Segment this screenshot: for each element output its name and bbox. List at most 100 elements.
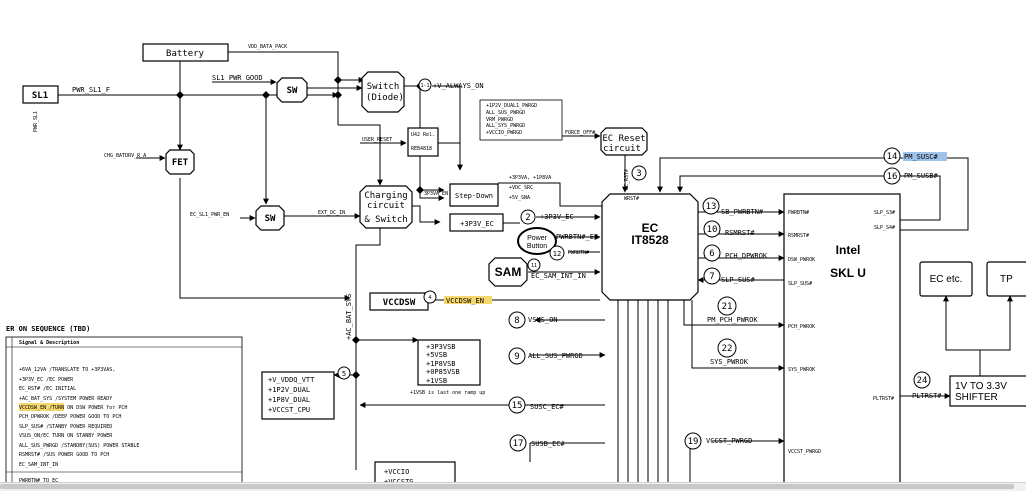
- net-vccdsw-en: VCCDSW_EN: [446, 297, 484, 305]
- net-pwrbtn: PWRBTN#: [568, 250, 589, 256]
- sequence-table: [5, 336, 243, 490]
- horizontal-scrollbar[interactable]: [0, 482, 1026, 491]
- net-rsmrst: RSMRST#: [725, 229, 755, 237]
- net-pwr-sl1-f: PWR_SL1_F: [72, 86, 110, 94]
- sw-top-block: [276, 77, 308, 103]
- svg-text:3: 3: [636, 169, 641, 179]
- power-button-label-1: Power: [527, 235, 548, 242]
- vccio-rail: +VCCIO: [384, 468, 409, 476]
- pin-pwrbtn: PWRBTN#: [788, 210, 809, 216]
- v3p3v-ec-block: [449, 213, 504, 232]
- svg-text:15: 15: [512, 401, 523, 411]
- battery-block: [142, 43, 229, 62]
- ec-label-1: EC: [642, 221, 659, 235]
- net-sys-pwrok: SYS_PWROK: [710, 358, 749, 366]
- sequence-row: +6VA_12VA /TRANSLATE TO +3P3VAS,: [19, 367, 115, 373]
- sus-rails-block: [417, 339, 481, 386]
- intel-block: [783, 193, 901, 490]
- step-markers: 1-1 2 3 4 5 6 7 8 9 10 11 12 13 14 15 16…: [337, 78, 931, 452]
- net-pm-susc: PM_SUSC#: [904, 153, 939, 161]
- net-susb-ec: SUSB_EC#: [531, 440, 566, 448]
- blocks: [5, 43, 1026, 490]
- step-marker: 21: [717, 296, 737, 316]
- step-marker: 8: [508, 311, 526, 329]
- step-marker: 2: [520, 209, 536, 225]
- sequence-row: PCH_DPWROK /DEEP POWER GOOD TO PCH: [19, 414, 121, 420]
- step-marker: 12: [549, 245, 565, 261]
- pin-slp-sus: SLP_SUS#: [788, 281, 812, 287]
- fet-label: FET: [172, 158, 189, 168]
- pin-sys-pwrok: SYS_PWROK: [788, 367, 815, 373]
- svg-text:5: 5: [342, 370, 346, 378]
- step-marker: 11: [527, 258, 541, 272]
- svg-text:8: 8: [514, 316, 519, 326]
- net-sl1-pwr-good: SL1_PWR_GOOD: [212, 74, 263, 82]
- dual-rail: +1P8V_DUAL: [268, 396, 310, 404]
- svg-text:9: 9: [514, 352, 519, 362]
- shifter-label-1: 1V TO 3.3V: [955, 381, 1007, 392]
- seq-vccdsw-highlight: [19, 403, 64, 411]
- pm-susc-highlight: [903, 152, 947, 161]
- svg-text:10: 10: [707, 225, 718, 235]
- dual-rails-block: [261, 371, 335, 420]
- u42-label-2: REB4818: [411, 146, 432, 152]
- pin-vccst-pwrgd: VCCST_PWRGD: [788, 449, 821, 455]
- intel-label-2: SKL U: [830, 266, 866, 280]
- info-line: ALL_SUS_PWRGD: [486, 110, 525, 116]
- shifter-label-2: SHIFTER: [955, 392, 998, 403]
- sequence-row: +3P3V_EC /EC POWER: [19, 377, 74, 383]
- sequence-header: Signal & Description: [19, 340, 79, 346]
- svg-text:19: 19: [688, 437, 699, 447]
- sw-mid-block: [255, 205, 285, 231]
- ec-block: [601, 193, 699, 301]
- scrollbar-thumb[interactable]: [0, 484, 1014, 489]
- pin-slp-s3: SLP_S3#: [874, 210, 895, 216]
- step-marker: 22: [717, 338, 737, 358]
- fet-block: [165, 149, 195, 175]
- net-ac-bat-sys: +AC_BAT_SYS: [345, 294, 353, 340]
- step-marker: 3: [631, 165, 647, 181]
- net-wrst: WRST#: [624, 196, 639, 202]
- info-line: ALL_SYS_PWRGD: [486, 123, 525, 129]
- net-vccst-pwrgd: VCCST_PWRGD: [706, 437, 752, 445]
- charging-label-1: Charging: [364, 191, 407, 201]
- pin-rsmrst: RSMRST#: [788, 233, 809, 239]
- sus-rail: +5VSB: [426, 351, 447, 359]
- svg-text:22: 22: [722, 344, 733, 354]
- sl1-block: [22, 85, 59, 104]
- sequence-row: EC_RST# /EC INITIAL: [19, 386, 76, 392]
- svg-text:21: 21: [722, 302, 733, 312]
- svg-text:2: 2: [525, 213, 530, 223]
- switch-label-2: (Diode): [366, 93, 404, 103]
- net-pwrbtn-ec: PWRBTN#_EC: [556, 233, 598, 241]
- sus-rail: +3P3VSB: [426, 343, 456, 351]
- dual-rail: +VCCST_CPU: [268, 406, 310, 414]
- info-line: +VCCIO_PWRGD: [486, 130, 522, 136]
- sam-block: [488, 257, 528, 287]
- sus-rail-note: +1VSB is last one ramp up: [410, 390, 485, 396]
- sequence-row: +AC_BAT_SYS /SYSTEM POWER READY: [19, 396, 112, 402]
- net-force-off: FORCE_OFF#: [565, 130, 595, 136]
- net-3p3v-ec: +3P3V_EC: [540, 213, 574, 221]
- step-marker: 24: [913, 371, 931, 389]
- sequence-table-content: ER ON SEQUENCE (TBD) Signal & Descriptio…: [6, 325, 139, 484]
- ec-reset-label-1: EC Reset: [602, 134, 645, 144]
- svg-text:14: 14: [887, 152, 898, 162]
- pin-pch-pwrok: PCH_PWROK: [788, 324, 815, 330]
- step-marker: 16: [883, 167, 901, 185]
- info-line: VRM_PWRGD: [486, 117, 513, 123]
- net-ec-rst: EC_RST#: [624, 169, 630, 190]
- power-button-label-2: Button: [527, 243, 547, 250]
- svg-text:4: 4: [428, 295, 431, 301]
- step-marker: 15: [508, 396, 526, 414]
- block-labels: Battery SL1 FET SW SW Switch (Diode) Cha…: [32, 49, 1013, 403]
- net-slp-sus: SLP_SUS#: [721, 276, 756, 284]
- tp-label: TP: [1000, 274, 1013, 285]
- sam-label: SAM: [495, 265, 522, 279]
- vccdsw-label: VCCDSW: [383, 298, 416, 308]
- dual-rail: +V_VDDQ_VTT: [268, 376, 315, 384]
- step-marker: 10: [703, 220, 721, 238]
- pin-slp-s4: SLP_S4#: [874, 225, 895, 231]
- sequence-row: VCCDSW_EN /TURN ON DSW POWER for PCH: [19, 405, 127, 411]
